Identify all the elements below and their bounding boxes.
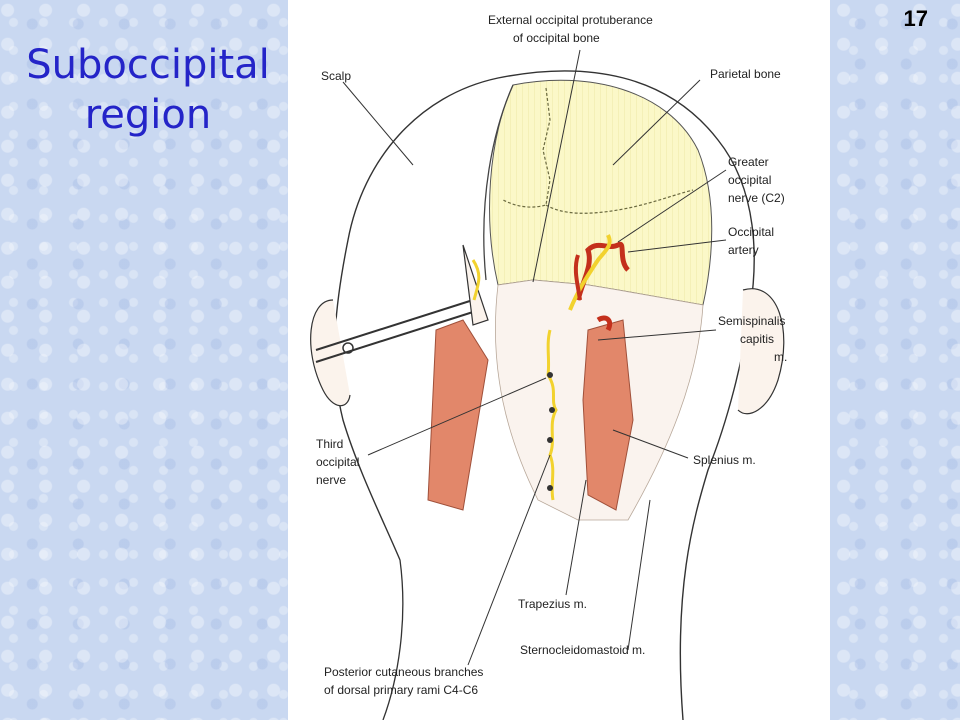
- nerve-exit-point: [547, 437, 553, 443]
- label-external-occipital-2: of occipital bone: [513, 31, 600, 45]
- label-trapezius: Trapezius m.: [518, 597, 587, 611]
- label-splenius: Splenius m.: [693, 453, 756, 467]
- label-third-occipital-3: nerve: [316, 473, 346, 487]
- nerve-exit-point: [549, 407, 555, 413]
- label-semispinalis-1: Semispinalis: [718, 314, 785, 328]
- splenius-right: [582, 319, 634, 511]
- nerve-exit-point: [547, 485, 553, 491]
- leader-lines: [342, 49, 727, 666]
- label-greater-occipital-3: nerve (C2): [728, 191, 785, 205]
- splenius-left: [427, 319, 489, 511]
- nerve-exit-point: [547, 372, 553, 378]
- third-occipital-nerve: [546, 329, 558, 501]
- label-sternocleidomastoid: Sternocleidomastoid m.: [520, 643, 645, 657]
- label-occipital-artery-1: Occipital: [728, 225, 774, 239]
- label-parietal-bone: Parietal bone: [710, 67, 781, 81]
- parietal-bone-region: [489, 79, 713, 306]
- label-semispinalis-2: capitis: [740, 332, 774, 346]
- label-semispinalis-3: m.: [774, 350, 787, 364]
- label-posterior-cutaneous-1: Posterior cutaneous branches: [324, 665, 483, 679]
- label-greater-occipital-2: occipital: [728, 173, 771, 187]
- right-ear: [737, 288, 785, 415]
- anatomy-illustration: External occipital protuberance of occip…: [310, 13, 787, 720]
- label-posterior-cutaneous-2: of dorsal primary rami C4-C6: [324, 683, 478, 697]
- label-scalp: Scalp: [321, 69, 351, 83]
- label-greater-occipital-1: Greater: [728, 155, 769, 169]
- slide-number: 17: [903, 6, 928, 31]
- label-occipital-artery-2: artery: [728, 243, 759, 257]
- slide-title: Suboccipital region: [10, 40, 286, 140]
- label-external-occipital-1: External occipital protuberance: [488, 13, 653, 27]
- neck-left-outline: [382, 559, 404, 720]
- lambdoid-suture: [502, 87, 694, 214]
- label-third-occipital-2: occipital: [316, 455, 359, 469]
- artery-right-stub: [596, 315, 613, 332]
- anatomy-figure: External occipital protuberance of occip…: [288, 0, 830, 720]
- occipital-artery: [575, 241, 631, 301]
- artery-left-branch: [573, 254, 582, 301]
- scalp-fold: [483, 84, 514, 281]
- forceps-icon: [315, 244, 489, 363]
- label-third-occipital-1: Third: [316, 437, 343, 451]
- left-ear: [310, 299, 351, 407]
- slide-title-line1: Suboccipital: [26, 42, 270, 88]
- slide-title-line2: region: [84, 92, 212, 138]
- nerve-left-branch: [471, 259, 481, 301]
